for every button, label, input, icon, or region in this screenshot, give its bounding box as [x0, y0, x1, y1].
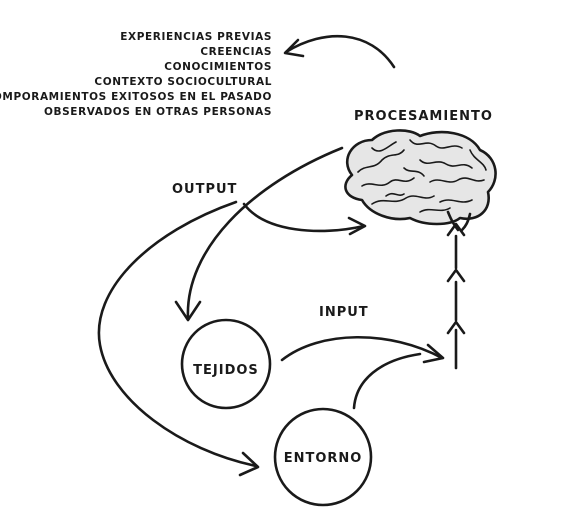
input-label: INPUT: [319, 305, 369, 320]
factors-list: EXPERIENCIAS PREVIAS CREENCIAS CONOCIMIE…: [0, 31, 272, 118]
arrow-brain-to-tejidos: [174, 146, 344, 322]
factor-item: COMPORAMIENTOS EXITOSOS EN EL PASADO: [0, 91, 272, 103]
arrow-to-factors: [283, 34, 396, 69]
output-label: OUTPUT: [172, 182, 237, 197]
factor-item: OBSERVADOS EN OTRAS PERSONAS: [44, 106, 272, 118]
arrow-input-to-brain: [446, 222, 466, 370]
brain-icon: [344, 129, 497, 232]
entorno-node: ENTORNO: [273, 407, 373, 507]
procesamiento-label: PROCESAMIENTO: [354, 109, 493, 124]
tejidos-label: TEJIDOS: [193, 363, 259, 378]
arrow-entorno-to-input: [352, 352, 422, 410]
tejidos-node: TEJIDOS: [180, 318, 272, 410]
factor-item: EXPERIENCIAS PREVIAS: [120, 31, 272, 43]
arrow-loop-to-entorno: [97, 200, 260, 477]
entorno-label: ENTORNO: [284, 451, 363, 466]
factor-item: CONTEXTO SOCIOCULTURAL: [94, 76, 272, 88]
factor-item: CONOCIMIENTOS: [164, 61, 272, 73]
arrow-output-to-brain: [242, 202, 367, 236]
factor-item: CREENCIAS: [200, 46, 272, 58]
arrow-tejidos-to-input: [280, 335, 445, 364]
